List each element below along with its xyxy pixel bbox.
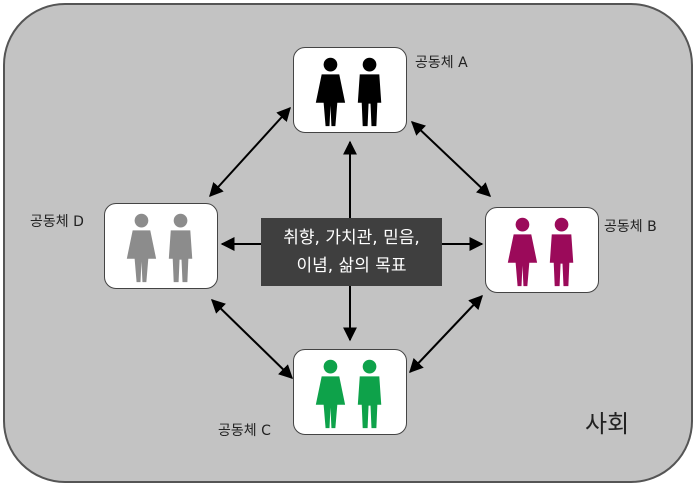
woman-icon: [507, 217, 538, 287]
community-d-label: 공동체 D: [30, 214, 84, 230]
man-icon: [357, 57, 382, 127]
community-c-box: [293, 349, 407, 435]
society-label: 사회: [585, 410, 630, 438]
shared-values-box: 취향, 가치관, 믿음, 이념, 삶의 목표: [261, 218, 442, 286]
shared-values-line-2: 이념, 삶의 목표: [296, 256, 407, 276]
arrow-d-c: [210, 299, 294, 379]
man-icon: [549, 217, 574, 287]
woman-icon: [315, 57, 346, 127]
woman-icon: [315, 359, 346, 429]
arrow-a-d: [209, 106, 291, 198]
community-c-label: 공동체 C: [218, 423, 271, 439]
man-icon: [357, 359, 382, 429]
community-a-box: [293, 47, 407, 133]
arrow-a-b: [410, 121, 492, 197]
woman-man-icon: [507, 217, 574, 287]
community-b-box: [485, 207, 599, 293]
woman-man-icon: [315, 359, 382, 429]
woman-man-icon: [315, 57, 382, 127]
community-a-label: 공동체 A: [415, 55, 468, 71]
woman-icon: [126, 213, 157, 283]
shared-values-line-1: 취향, 가치관, 믿음,: [283, 228, 420, 248]
arrow-b-c: [409, 294, 483, 374]
community-d-box: [104, 203, 218, 289]
community-b-label: 공동체 B: [604, 219, 657, 235]
woman-man-icon: [126, 213, 193, 283]
man-icon: [168, 213, 193, 283]
